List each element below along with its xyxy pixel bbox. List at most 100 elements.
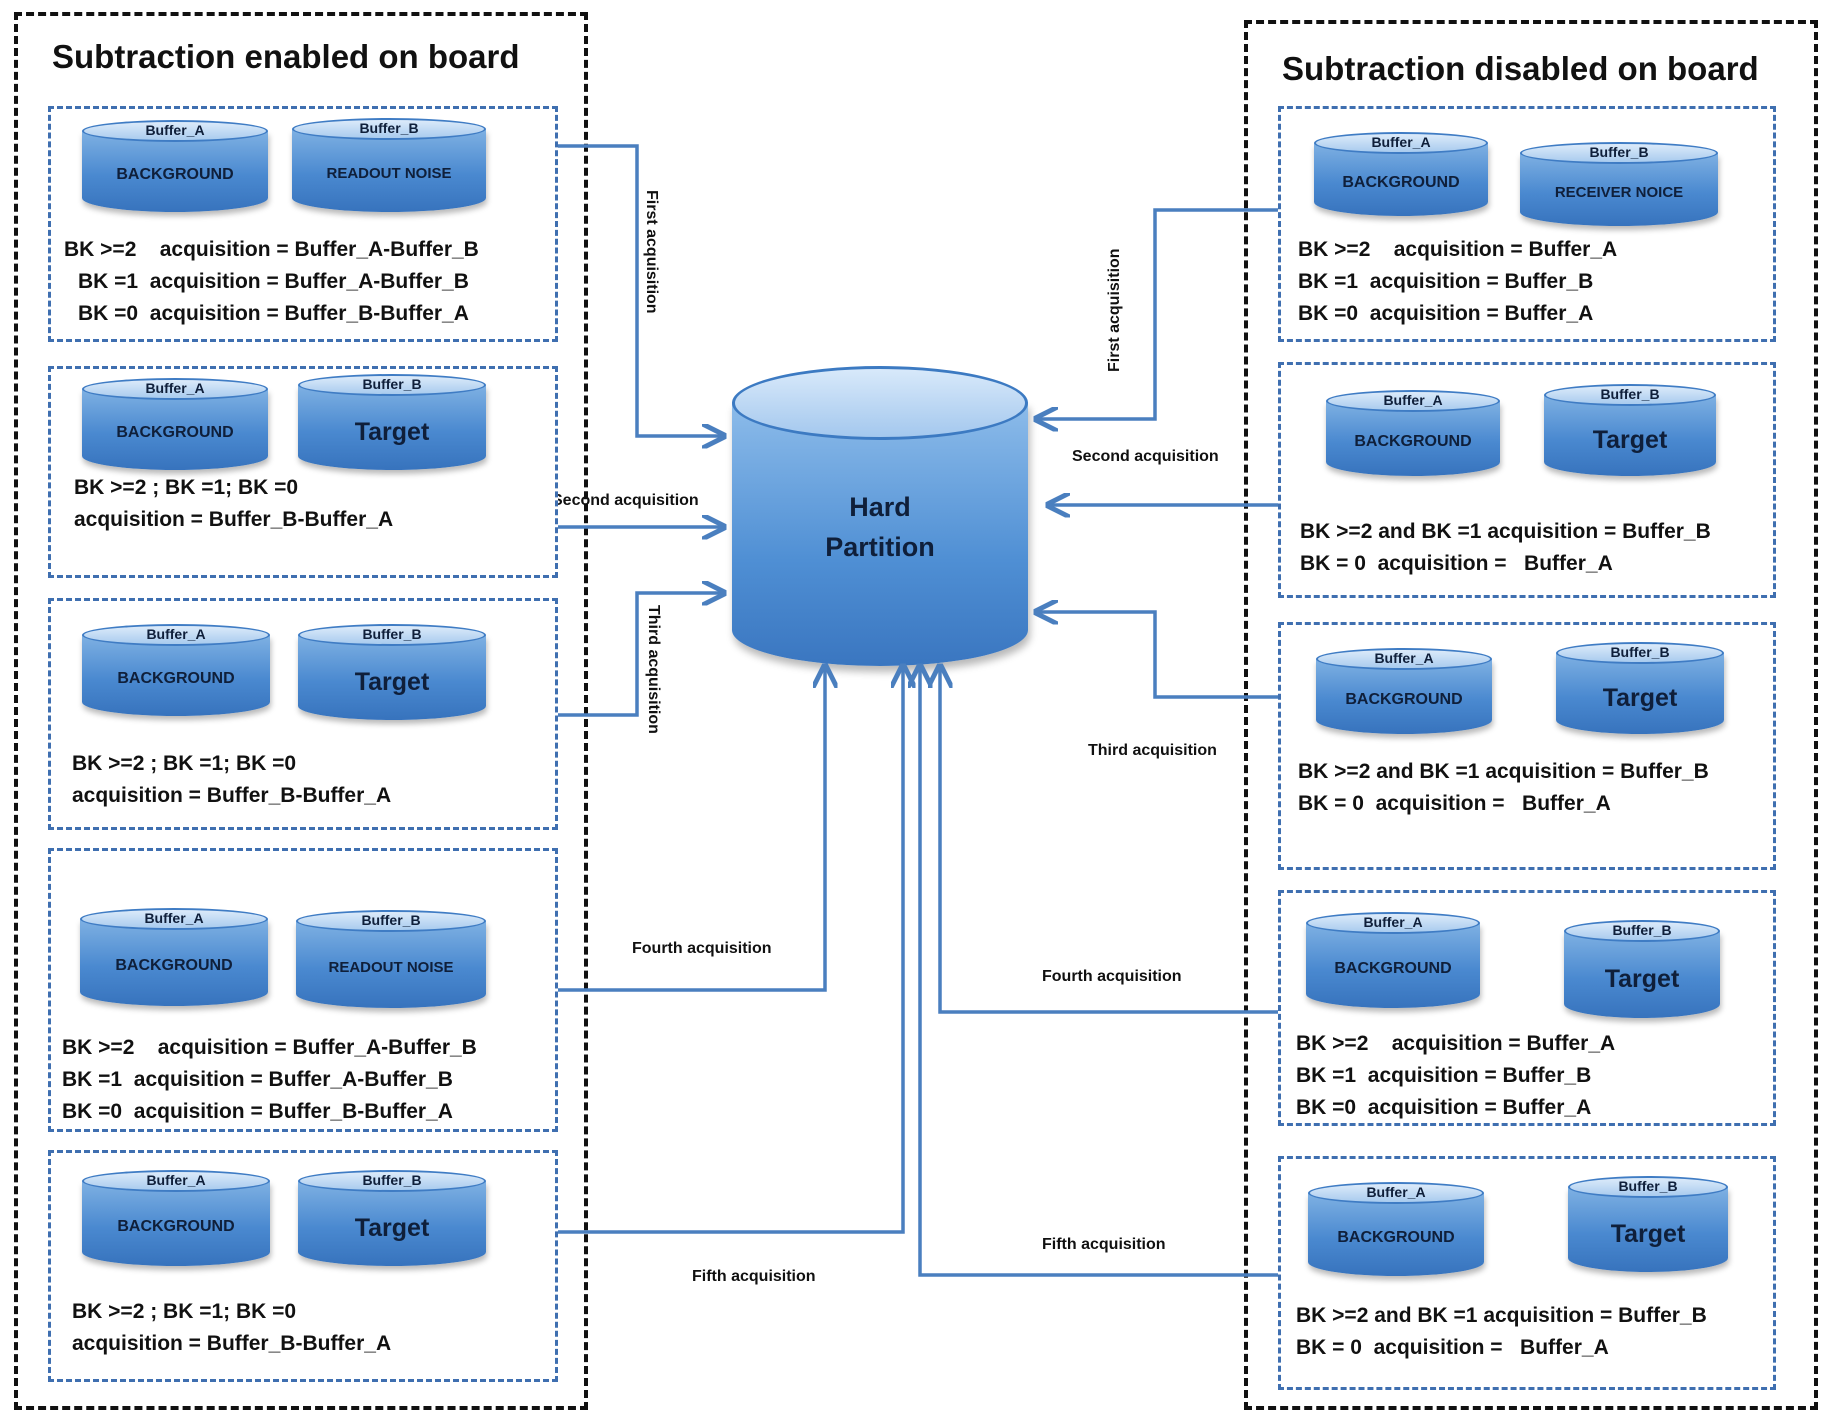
left-box-1-buffer-b-cylinder-caption: Buffer_B xyxy=(359,120,419,136)
left-box-5-rule-line: acquisition = Buffer_B-Buffer_A xyxy=(72,1332,392,1355)
left-box-4-buffer-a-cylinder-caption: Buffer_A xyxy=(144,910,204,926)
left-box-5-buffer-b-cylinder: Buffer_B Target xyxy=(298,1170,486,1266)
right-section-title: Subtraction disabled on board xyxy=(1282,50,1759,87)
left-box-5-buffer-a-cylinder-caption: Buffer_A xyxy=(146,1172,206,1188)
right-box-4-buffer-a-cylinder: Buffer_A BACKGROUND xyxy=(1306,912,1480,1008)
left-box-1-buffer-b-cylinder-label: READOUT NOISE xyxy=(326,165,452,182)
left-section: Subtraction enabled on board xyxy=(14,12,588,1410)
label-right-first: First acquisition xyxy=(1106,248,1123,372)
left-box-4-rule-line: BK >=2 acquisition = Buffer_A-Buffer_B xyxy=(62,1036,477,1059)
right-box-5-buffer-b-cylinder-label: Target xyxy=(1610,1220,1686,1248)
left-box-2-buffer-b-cylinder-caption: Buffer_B xyxy=(362,376,422,392)
left-box-4-buffer-b-cylinder-label: READOUT NOISE xyxy=(328,959,454,976)
right-box-5-buffer-a-cylinder-caption: Buffer_A xyxy=(1366,1184,1426,1200)
right-box-3-buffer-a-cylinder: Buffer_A BACKGROUND xyxy=(1316,648,1492,734)
right-box-2-buffer-a-cylinder-caption: Buffer_A xyxy=(1383,392,1443,408)
right-box-5-buffer-b-cylinder-caption: Buffer_B xyxy=(1618,1178,1678,1194)
arrow-right-third xyxy=(1036,612,1282,699)
right-box-1-buffer-b-cylinder-caption: Buffer_B xyxy=(1589,144,1649,160)
right-box-3-buffer-a-cylinder-label: BACKGROUND xyxy=(1345,691,1463,708)
left-box-1-buffer-a-cylinder: Buffer_A BACKGROUND xyxy=(82,120,268,212)
left-box-4-buffer-a-cylinder-label: BACKGROUND xyxy=(115,957,233,974)
left-section-title: Subtraction enabled on board xyxy=(52,38,520,75)
hard-partition-label-2: Partition xyxy=(825,532,935,562)
right-box-2-buffer-a-cylinder: Buffer_A BACKGROUND xyxy=(1326,390,1500,476)
label-right-fifth: Fifth acquisition xyxy=(1042,1236,1166,1253)
right-box-2-buffer-b-cylinder-label: Target xyxy=(1592,426,1668,454)
left-box-2-buffer-a-cylinder: Buffer_A BACKGROUND xyxy=(82,378,268,470)
left-box-3-rule-line: BK >=2 ; BK =1; BK =0 xyxy=(72,752,297,775)
right-box-4-rule-line: BK =1 acquisition = Buffer_B xyxy=(1296,1064,1592,1087)
right-box-5-rule-line: BK = 0 acquisition = Buffer_A xyxy=(1296,1336,1609,1359)
arrow-left-first xyxy=(552,144,724,436)
right-box-1-buffer-b-cylinder: Buffer_B RECEIVER NOICE xyxy=(1520,142,1718,226)
right-box-1-buffer-b-cylinder-label: RECEIVER NOICE xyxy=(1554,184,1684,201)
right-box-3-buffer-b-cylinder-caption: Buffer_B xyxy=(1610,644,1670,660)
left-box-2-buffer-b-cylinder-label: Target xyxy=(354,418,430,446)
left-box-2-buffer-a-cylinder-caption: Buffer_A xyxy=(145,380,205,396)
label-right-fourth: Fourth acquisition xyxy=(1042,968,1182,985)
arrow-right-fifth xyxy=(920,666,1282,1277)
right-box-5-buffer-a-cylinder-label: BACKGROUND xyxy=(1337,1229,1455,1246)
right-box-1-buffer-a-cylinder-label: BACKGROUND xyxy=(1342,174,1460,191)
right-box-4-rule-line: BK =0 acquisition = Buffer_A xyxy=(1296,1096,1592,1119)
hard-partition-label-1: Hard xyxy=(849,492,911,522)
right-box-4-buffer-b-cylinder-caption: Buffer_B xyxy=(1612,922,1672,938)
right-box-2-buffer-b-cylinder-caption: Buffer_B xyxy=(1600,386,1660,402)
arrow-left-fourth xyxy=(548,666,825,992)
left-box-3-buffer-b-cylinder-label: Target xyxy=(354,668,430,696)
right-box-3-rule-line: BK = 0 acquisition = Buffer_A xyxy=(1298,792,1611,815)
left-box-3-buffer-b-cylinder: Buffer_B Target xyxy=(298,624,486,720)
arrow-right-fourth xyxy=(940,666,1282,1014)
left-box-4-buffer-b-cylinder: Buffer_B READOUT NOISE xyxy=(296,910,486,1008)
left-box-5-rule-line: BK >=2 ; BK =1; BK =0 xyxy=(72,1300,297,1323)
right-box-2-buffer-a-cylinder-label: BACKGROUND xyxy=(1354,433,1472,450)
left-box-1-buffer-a-cylinder-caption: Buffer_A xyxy=(145,122,205,138)
arrow-right-first xyxy=(1036,208,1282,419)
left-box-4-rule-line: BK =0 acquisition = Buffer_B-Buffer_A xyxy=(62,1100,453,1123)
left-box-4-buffer-b-cylinder-caption: Buffer_B xyxy=(361,912,421,928)
right-box-3-buffer-a-cylinder-caption: Buffer_A xyxy=(1374,650,1434,666)
right-box-4-buffer-a-cylinder-caption: Buffer_A xyxy=(1363,914,1423,930)
right-box-1-rule-line: BK =1 acquisition = Buffer_B xyxy=(1298,270,1594,293)
left-box-2-buffer-b-cylinder: Buffer_B Target xyxy=(298,374,486,470)
right-box-2-rule-line: BK >=2 and BK =1 acquisition = Buffer_B xyxy=(1300,520,1711,543)
right-section: Subtraction disabled on board xyxy=(1244,20,1818,1410)
right-box-5-rule-line: BK >=2 and BK =1 acquisition = Buffer_B xyxy=(1296,1304,1707,1327)
label-left-first: First acquisition xyxy=(643,190,660,314)
right-box-4-buffer-a-cylinder-label: BACKGROUND xyxy=(1334,960,1452,977)
right-box-4-buffer-b-cylinder: Buffer_B Target xyxy=(1564,920,1720,1018)
left-box-2-buffer-a-cylinder-label: BACKGROUND xyxy=(116,424,234,441)
label-left-second: Second acquisition xyxy=(552,492,699,509)
left-box-5-buffer-b-cylinder-label: Target xyxy=(354,1214,430,1242)
right-box-4-buffer-b-cylinder-label: Target xyxy=(1604,965,1680,993)
left-box-2-rule-line: acquisition = Buffer_B-Buffer_A xyxy=(74,508,394,531)
left-box-1-buffer-a-cylinder-label: BACKGROUND xyxy=(116,166,234,183)
left-box-1-rule-line: BK >=2 acquisition = Buffer_A-Buffer_B xyxy=(64,238,479,261)
left-box-3-buffer-b-cylinder-caption: Buffer_B xyxy=(362,626,422,642)
left-box-4-rule-line: BK =1 acquisition = Buffer_A-Buffer_B xyxy=(62,1068,453,1091)
label-left-third: Third acquisition xyxy=(645,605,662,734)
right-box-4-rule-line: BK >=2 acquisition = Buffer_A xyxy=(1296,1032,1616,1055)
label-left-fifth: Fifth acquisition xyxy=(692,1268,816,1285)
label-right-second: Second acquisition xyxy=(1072,448,1219,465)
left-box-1-rule-line: BK =0 acquisition = Buffer_B-Buffer_A xyxy=(78,302,469,325)
right-box-1-rule-line: BK >=2 acquisition = Buffer_A xyxy=(1298,238,1618,261)
right-box-2-rule-line: BK = 0 acquisition = Buffer_A xyxy=(1300,552,1613,575)
label-right-third: Third acquisition xyxy=(1088,742,1217,759)
right-box-3-rule-line: BK >=2 and BK =1 acquisition = Buffer_B xyxy=(1298,760,1709,783)
left-box-5-buffer-a-cylinder-label: BACKGROUND xyxy=(117,1218,235,1235)
left-box-5-buffer-b-cylinder-caption: Buffer_B xyxy=(362,1172,422,1188)
left-box-2-rule-line: BK >=2 ; BK =1; BK =0 xyxy=(74,476,299,499)
left-box-3-buffer-a-cylinder-label: BACKGROUND xyxy=(117,670,235,687)
right-box-1-rule-line: BK =0 acquisition = Buffer_A xyxy=(1298,302,1594,325)
left-box-3-rule-line: acquisition = Buffer_B-Buffer_A xyxy=(72,784,392,807)
hard-partition-cylinder: Hard Partition xyxy=(732,366,1028,666)
right-box-5-buffer-a-cylinder: Buffer_A BACKGROUND xyxy=(1308,1182,1484,1276)
right-box-5-buffer-b-cylinder: Buffer_B Target xyxy=(1568,1176,1728,1272)
left-box-1-rule-line: BK =1 acquisition = Buffer_A-Buffer_B xyxy=(78,270,469,293)
